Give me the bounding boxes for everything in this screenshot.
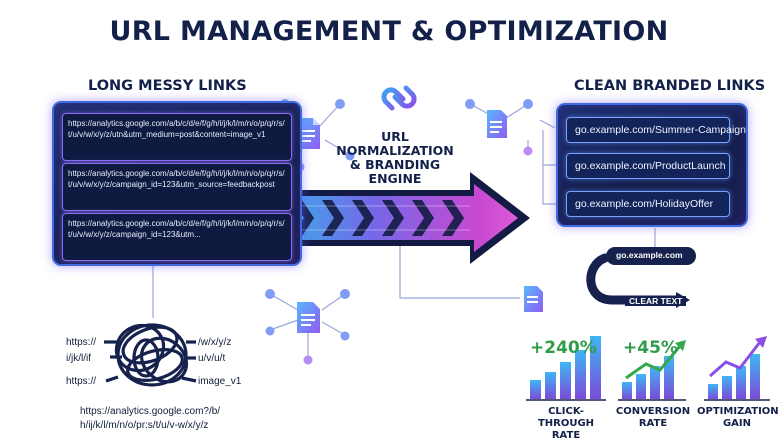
- clear-text-label: CLEAR TEXT: [625, 296, 687, 306]
- tangle-text-left-3: https://: [66, 376, 97, 387]
- bar-chart-icon: [526, 336, 606, 401]
- trend-arrow-icon: [709, 341, 762, 378]
- trend-arrow-icon: [755, 336, 767, 348]
- tangle-text-left-1: https://: [66, 337, 97, 348]
- clean-link-3: go.example.com/HolidayOffer: [566, 191, 730, 217]
- messy-link-3: https://analytics.google.com/a/b/c/d/e/f…: [62, 213, 292, 261]
- left-heading: LONG MESSY LINKS: [88, 78, 247, 94]
- page-title: URL MANAGEMENT & OPTIMIZATION: [109, 16, 669, 47]
- tangle-text-bottom-1: https://analytics.google.com?/b/: [80, 406, 221, 417]
- ctr-delta: +240%: [530, 338, 597, 358]
- tangle-text-right-3: image_v1: [198, 376, 242, 387]
- tangle-knot-icon: [104, 323, 197, 387]
- document-icon: [487, 110, 507, 138]
- metric-label-optimization: OPTIMIZATION GAIN: [697, 406, 778, 430]
- metric-label-ctr: CLICK-THROUGH RATE: [526, 406, 606, 440]
- metric-label-line-2: RATE: [551, 430, 581, 440]
- metric-label-line-1: CONVERSION: [615, 406, 691, 417]
- metric-label-line-1: CLICK-THROUGH: [537, 406, 595, 429]
- trend-arrow-icon: [675, 340, 686, 351]
- pill-label: go.example.com: [616, 250, 683, 260]
- messy-link-1: https://analytics.google.com/a/b/c/d/e/f…: [62, 113, 292, 161]
- bar-chart-icon: [704, 354, 770, 401]
- engine-line-1: URL: [381, 129, 409, 144]
- tangle-text-left-2: i/jk/l/if: [66, 353, 91, 364]
- messy-links-panel: https://analytics.google.com/a/b/c/d/e/f…: [52, 101, 302, 266]
- tangle-text-right-1: /w/x/y/z: [198, 337, 232, 348]
- clean-link-2: go.example.com/ProductLaunch: [566, 153, 730, 179]
- metric-label-line-2: GAIN: [722, 418, 752, 429]
- trend-arrow-icon: [625, 345, 682, 380]
- metric-label-conversion: CONVERSION RATE: [613, 406, 693, 430]
- clean-link-1: go.example.com/Summer-Campaign: [566, 117, 746, 143]
- tangle-text-right-2: u/v/u/t: [198, 353, 226, 364]
- messy-link-2: https://analytics.google.com/a/b/c/d/e/f…: [62, 163, 292, 211]
- document-icon: [297, 118, 320, 149]
- bar-chart-icon: [618, 356, 686, 401]
- engine-label: URL NORMALIZATION & BRANDING ENGINE: [335, 130, 455, 186]
- engine-line-4: ENGINE: [368, 171, 422, 186]
- document-icon: [297, 302, 320, 333]
- engine-line-2: NORMALIZATION: [336, 143, 454, 158]
- metric-label-line-2: RATE: [638, 418, 668, 429]
- link-chain-icon: [381, 85, 417, 111]
- conversion-delta: +45%: [623, 338, 678, 358]
- engine-line-3: & BRANDING: [349, 157, 441, 172]
- clean-links-panel: go.example.com/Summer-Campaign go.exampl…: [556, 103, 748, 227]
- metric-label-line-1: OPTIMIZATION: [697, 406, 778, 417]
- document-icon: [524, 286, 543, 312]
- process-arrow: [250, 172, 530, 264]
- tangle-text-bottom-2: h/ij/k/l/m/n/o/pr:s/t/u/v‑w/x/y/z: [80, 420, 209, 431]
- right-heading: CLEAN BRANDED LINKS: [574, 78, 766, 94]
